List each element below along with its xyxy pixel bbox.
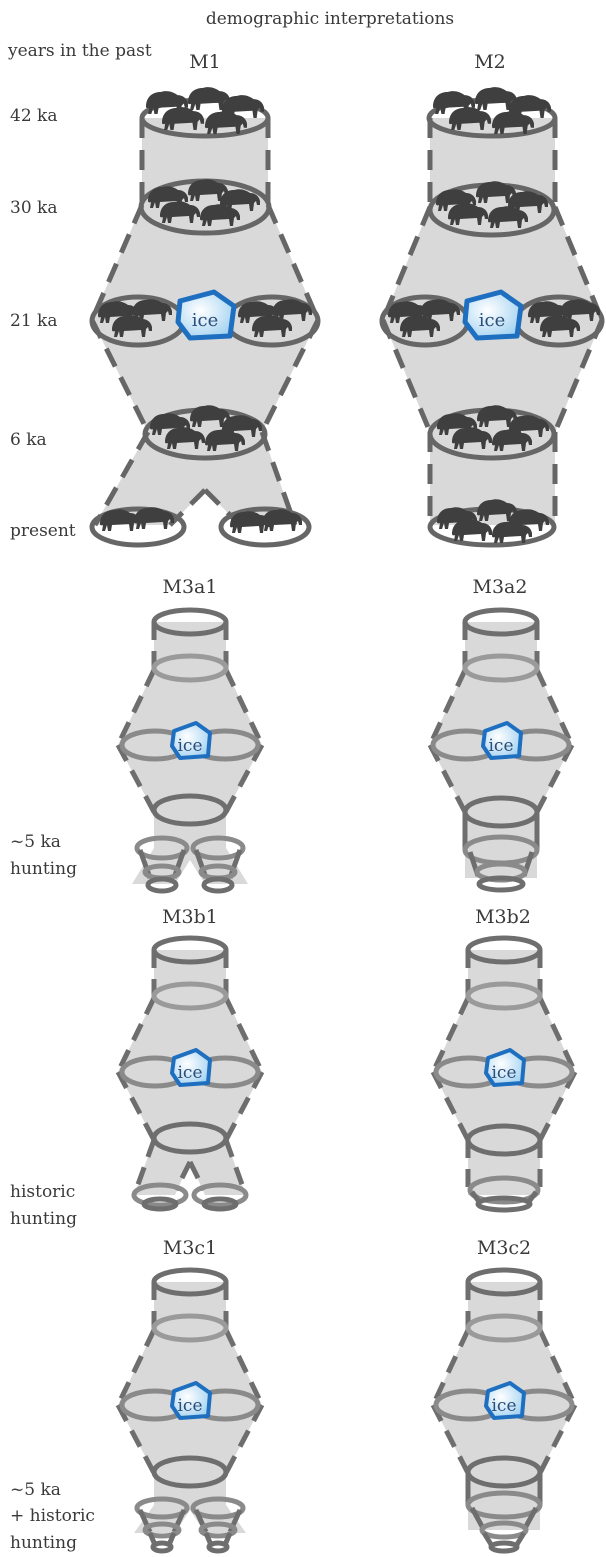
model-m1: M1 [92, 51, 318, 545]
time-tick-21ka: 21 ka [10, 311, 57, 331]
time-tick-6ka: 6 ka [10, 430, 47, 450]
model-label-m3a2: M3a2 [473, 576, 528, 598]
ice-sheet-icon: ice [172, 723, 210, 758]
model-m3c2: M3c2 ice [433, 1237, 575, 1551]
time-tick-30ka: 30 ka [10, 198, 57, 218]
ice-label: ice [488, 736, 513, 756]
model-m3c1: M3c1 ice [118, 1237, 262, 1551]
ice-label: ice [177, 1063, 202, 1083]
ice-label: ice [192, 310, 219, 331]
ice-sheet-icon: ice [486, 1050, 524, 1085]
scenario-c-line1: ~5 ka [10, 1480, 61, 1500]
scenario-c-line3: hunting [10, 1533, 77, 1553]
model-label-m1: M1 [189, 51, 221, 73]
ice-label: ice [491, 1063, 516, 1083]
scenario-b-line2: hunting [10, 1209, 77, 1229]
model-m3b1: M3b1 ice [118, 906, 262, 1209]
ice-label: ice [491, 1396, 516, 1416]
ice-sheet-icon: ice [465, 292, 521, 338]
ice-sheet-icon: ice [178, 292, 234, 338]
model-label-m3c1: M3c1 [163, 1237, 217, 1259]
model-m3b2: M3b2 ice [433, 906, 575, 1210]
model-label-m3c2: M3c2 [477, 1237, 531, 1259]
ice-label: ice [177, 1396, 202, 1416]
ice-label: ice [177, 736, 202, 756]
model-m3a2: M3a2 ice [430, 576, 572, 890]
scenario-c-line2: + historic [10, 1506, 95, 1526]
figure-title: demographic interpretations [206, 9, 454, 29]
scenario-a-line1: ~5 ka [10, 832, 61, 852]
ice-sheet-icon: ice [172, 1050, 210, 1085]
time-axis-heading: years in the past [7, 41, 152, 61]
model-label-m2: M2 [474, 51, 506, 73]
model-label-m3a1: M3a1 [163, 576, 218, 598]
model-label-m3b2: M3b2 [475, 906, 531, 928]
model-m3a1: M3a1 ice [118, 576, 262, 891]
model-label-m3b1: M3b1 [162, 906, 218, 928]
time-tick-present: present [10, 521, 76, 541]
model-m2: M2 [382, 51, 602, 545]
scenario-b-line1: historic [10, 1182, 75, 1202]
scenario-a-line2: hunting [10, 859, 77, 879]
ice-label: ice [479, 310, 506, 331]
ice-sheet-icon: ice [483, 723, 521, 758]
ice-sheet-icon: ice [172, 1383, 210, 1418]
ice-sheet-icon: ice [486, 1383, 524, 1418]
time-tick-42ka: 42 ka [10, 106, 57, 126]
